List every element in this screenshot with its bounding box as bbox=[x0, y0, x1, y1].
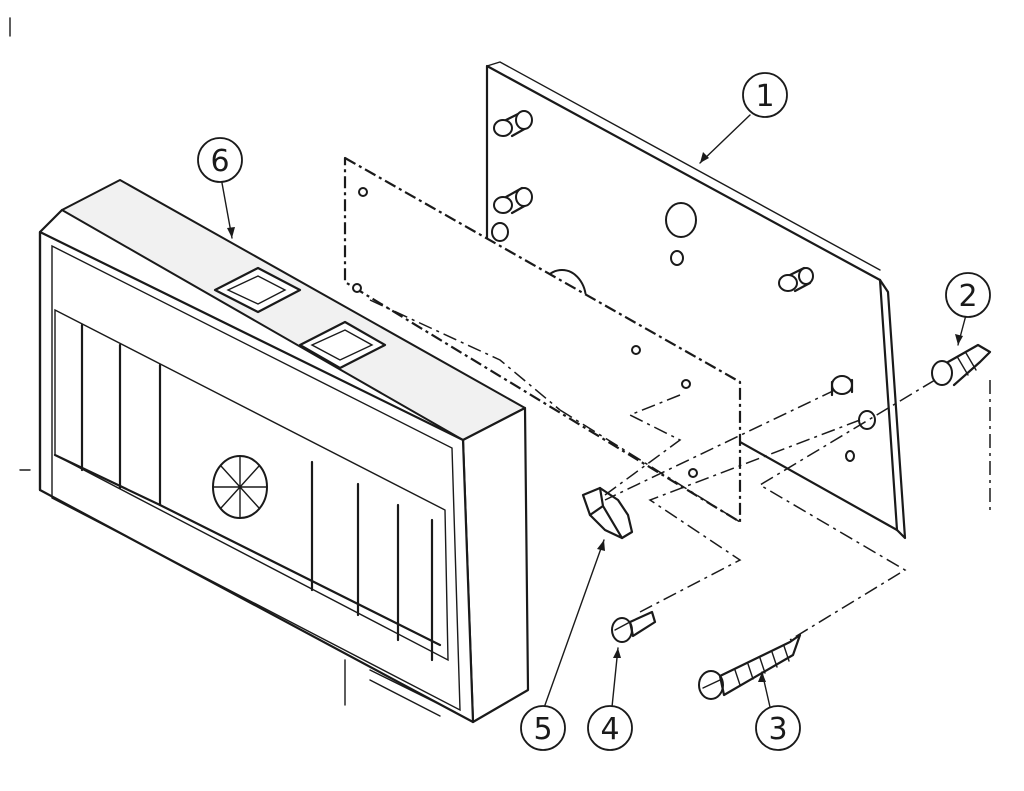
callout-2: 2 bbox=[945, 272, 991, 318]
part-5-clip bbox=[581, 486, 634, 540]
callout-3: 3 bbox=[755, 705, 801, 751]
callout-3-label: 3 bbox=[768, 712, 787, 747]
callout-4: 4 bbox=[587, 705, 633, 751]
callout-6: 6 bbox=[197, 137, 243, 183]
plate-standoff-posts bbox=[493, 110, 854, 397]
callout-5: 5 bbox=[520, 705, 566, 751]
housing-dial bbox=[212, 455, 268, 519]
part-4-machine-screw bbox=[611, 610, 657, 643]
callout-leaders bbox=[221, 114, 967, 708]
callout-2-label: 2 bbox=[958, 279, 977, 314]
callout-1-label: 1 bbox=[755, 79, 774, 114]
housing-top-tabs bbox=[213, 266, 387, 370]
insulating-sheet bbox=[343, 156, 742, 524]
callout-6-label: 6 bbox=[210, 144, 229, 179]
assembly-centerlines bbox=[369, 299, 991, 641]
scan-marks bbox=[9, 17, 31, 471]
callout-1: 1 bbox=[742, 72, 788, 118]
part-6-thermostat-housing bbox=[38, 179, 530, 724]
housing-sliders bbox=[80, 323, 434, 662]
part-3-wood-screw bbox=[698, 633, 802, 700]
callout-4-label: 4 bbox=[600, 712, 619, 747]
part-2-wall-anchor bbox=[931, 343, 992, 387]
callout-5-label: 5 bbox=[533, 712, 552, 747]
